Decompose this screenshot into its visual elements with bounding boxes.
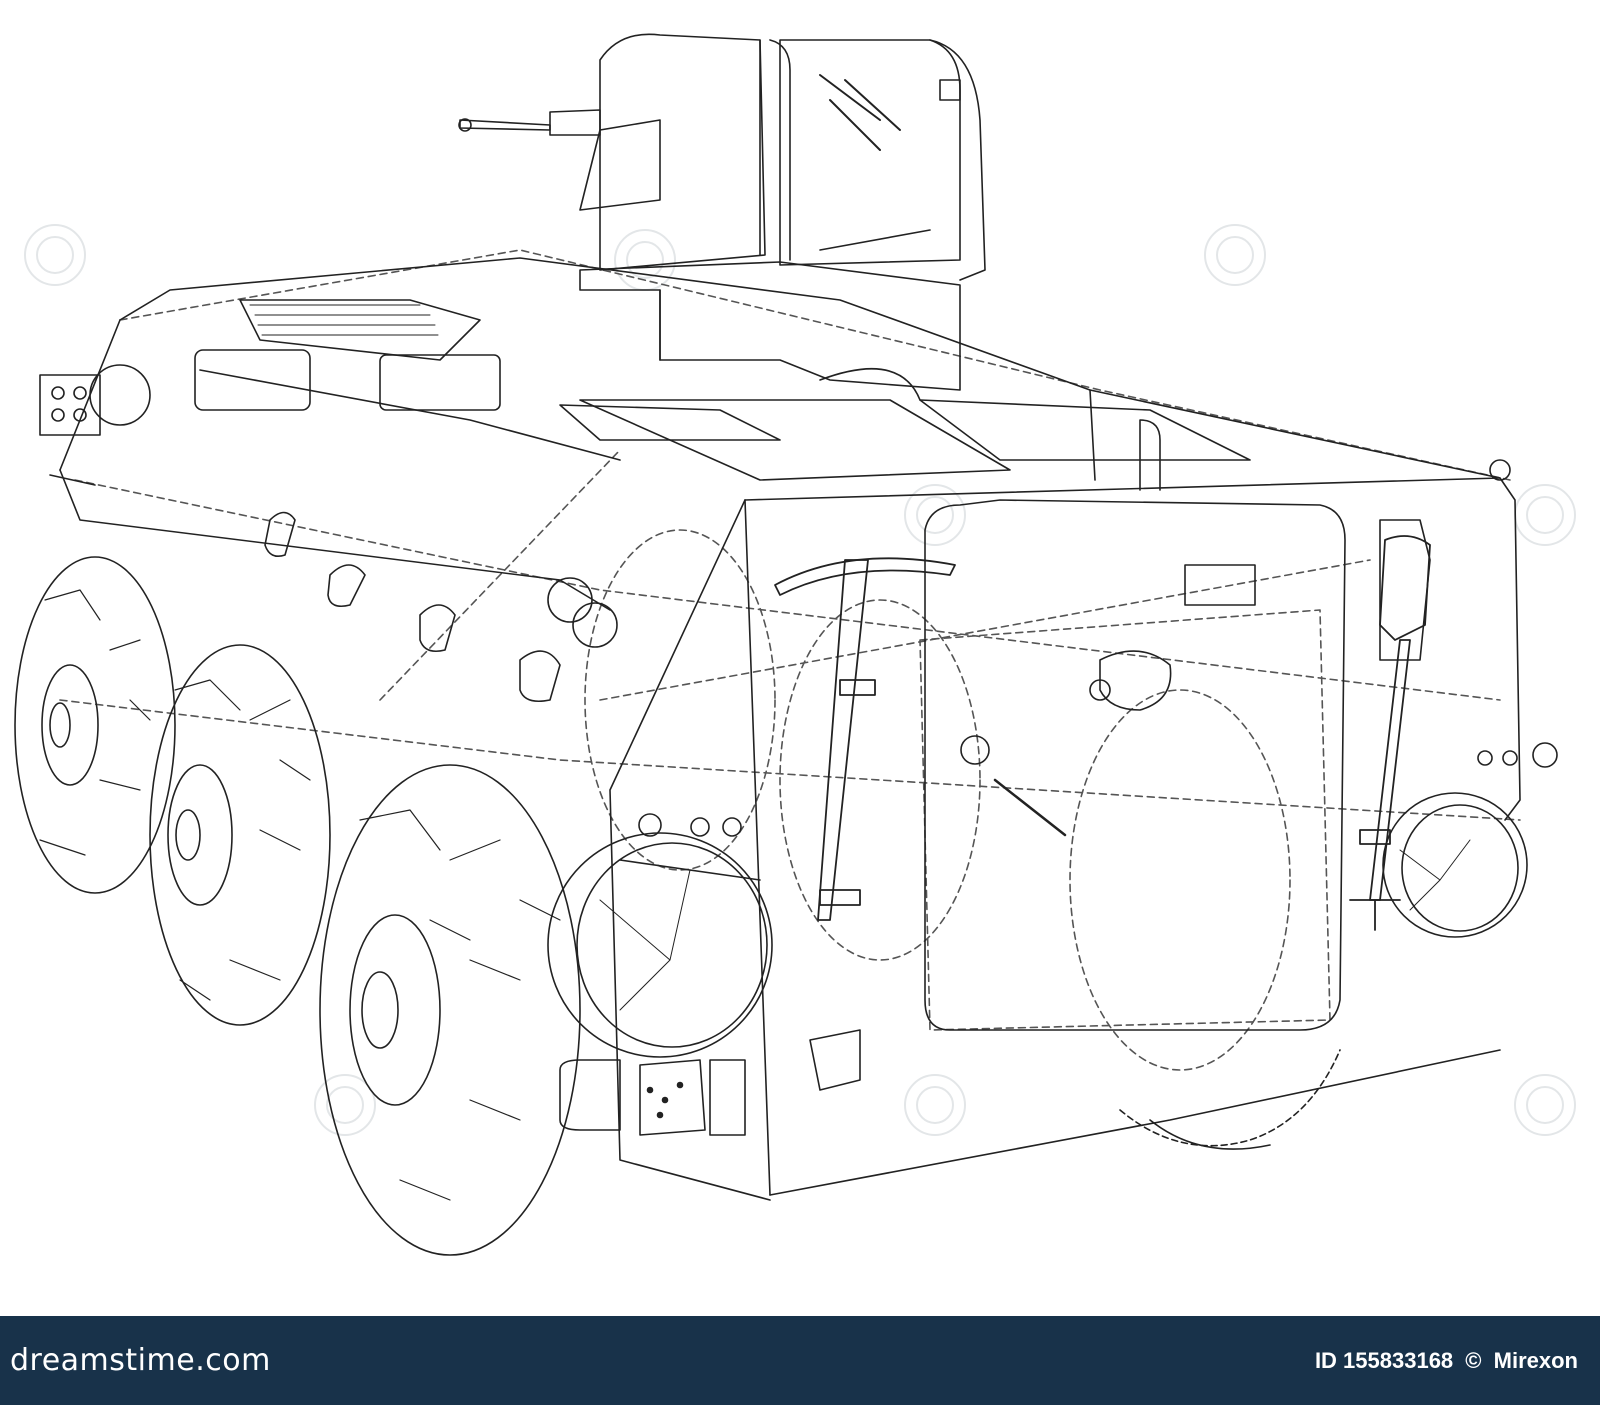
side-portholes — [89, 364, 618, 703]
copyright-icon: © — [1465, 1347, 1482, 1373]
left-rear-box — [39, 374, 101, 486]
brand-wordmark[interactable]: dreamstime.com — [10, 1343, 271, 1378]
hidden-lines — [59, 249, 1521, 1071]
armored-vehicle-wireframe — [14, 33, 1576, 1256]
front-bottom-parts — [559, 1059, 746, 1136]
headlights — [547, 792, 1528, 1058]
author-name[interactable]: Mirexon — [1493, 1347, 1578, 1373]
wheels — [14, 556, 1341, 1256]
image-id: ID 155833168 — [1314, 1347, 1454, 1373]
rear-details — [638, 564, 1558, 1091]
turret — [458, 33, 986, 401]
rear-door — [924, 499, 1346, 1031]
image-credit: ID 155833168 © Mirexon — [1309, 1348, 1578, 1374]
stock-footer: dreamstime.com ID 155833168 © Mirexon — [0, 1316, 1600, 1405]
illustration — [14, 33, 1576, 1256]
shovel — [1349, 535, 1431, 931]
deck-hatches — [194, 299, 1511, 491]
pickaxe — [774, 557, 956, 921]
